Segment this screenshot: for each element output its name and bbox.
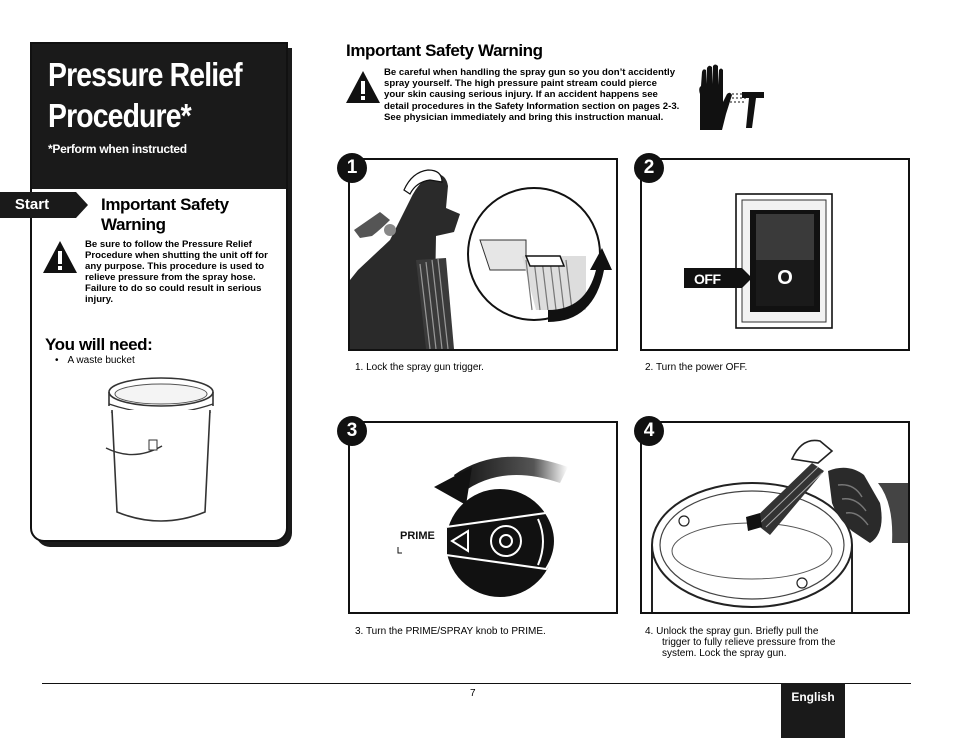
off-label: OFF xyxy=(694,271,721,287)
step-3-caption: 3. Turn the PRIME/SPRAY knob to PRIME. xyxy=(355,626,546,637)
need-item-label: A waste bucket xyxy=(67,355,135,366)
sidebar-safety-heading: Important Safety Warning xyxy=(101,195,229,235)
top-safety-text: Be careful when handling the spray gun s… xyxy=(384,67,680,123)
sidebar-panel: Pressure Relief Procedure* *Perform when… xyxy=(30,42,288,542)
you-will-need-heading: You will need: xyxy=(45,335,153,354)
power-switch-illustration: O OFF xyxy=(684,193,833,329)
step-4-caption-line-1: 4. Unlock the spray gun. Briefly pull th… xyxy=(645,626,819,637)
step-2-image: O OFF xyxy=(640,158,910,351)
step-4-badge: 4 xyxy=(634,416,664,446)
step-1-caption: 1. Lock the spray gun trigger. xyxy=(355,362,484,373)
step-3-image: PRIME xyxy=(348,421,618,614)
step-2-caption: 2. Turn the power OFF. xyxy=(645,362,748,373)
safety-heading-line-1: Important Safety xyxy=(101,195,229,214)
page-title: Pressure Relief Procedure* xyxy=(48,54,246,136)
step-4-caption-line-2: trigger to fully relieve pressure from t… xyxy=(662,637,836,648)
switch-symbol: O xyxy=(777,267,793,289)
title-line-2: Procedure* xyxy=(48,97,192,134)
footer-rule xyxy=(42,683,911,684)
step-1-badge: 1 xyxy=(337,153,367,183)
start-tag: Start xyxy=(0,192,88,218)
bucket-illustration xyxy=(104,374,216,526)
language-label: English xyxy=(791,690,835,704)
hand-stop-icon xyxy=(694,64,766,132)
prime-label: PRIME xyxy=(400,530,435,542)
sidebar-header: Pressure Relief Procedure* *Perform when… xyxy=(32,44,286,189)
top-safety-heading: Important Safety Warning xyxy=(346,41,543,60)
step-4-caption-line-3: system. Lock the spray gun. xyxy=(662,648,787,659)
start-label: Start xyxy=(14,196,50,213)
spray-gun-illustration xyxy=(350,160,616,349)
page-number: 7 xyxy=(470,688,476,699)
prime-knob-illustration: PRIME xyxy=(397,456,568,597)
step-3-badge: 3 xyxy=(337,416,367,446)
step-2-badge: 2 xyxy=(634,153,664,183)
warning-icon xyxy=(345,70,381,104)
title-line-1: Pressure Relief xyxy=(48,56,243,93)
start-arrow-shape xyxy=(0,192,88,218)
step-1-image xyxy=(348,158,618,351)
step-4-caption: 4. Unlock the spray gun. Briefly pull th… xyxy=(645,626,875,659)
language-tab: English xyxy=(781,683,845,738)
sidebar-safety-text: Be sure to follow the Pressure Relief Pr… xyxy=(85,239,268,305)
paint-can-illustration xyxy=(651,439,908,612)
page-subtitle: *Perform when instructed xyxy=(48,142,187,156)
warning-icon xyxy=(42,240,78,274)
step-4-image xyxy=(640,421,910,614)
need-list-item: •A waste bucket xyxy=(55,355,135,366)
safety-heading-line-2: Warning xyxy=(101,215,166,234)
